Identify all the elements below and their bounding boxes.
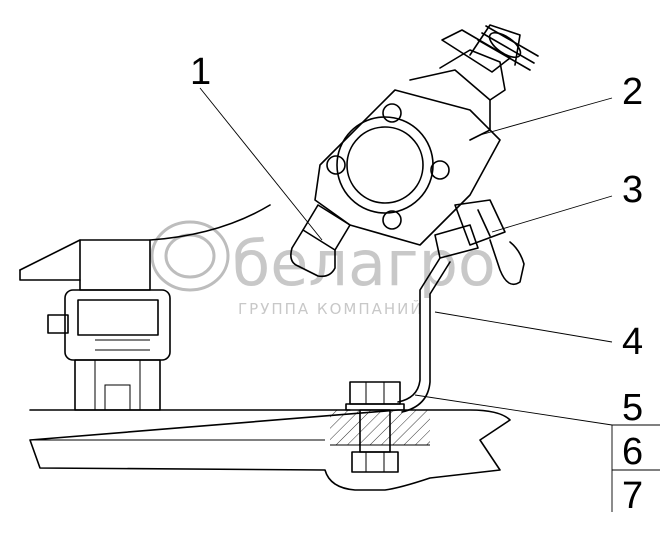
fitting-left-nozzle: [290, 229, 336, 278]
watermark-logo-inner: [164, 233, 216, 279]
nut: [351, 451, 399, 473]
watermark-logo-ring: [150, 220, 230, 292]
watermark: белагро ГРУППА КОМПАНИЙ: [150, 220, 496, 318]
valve-stem-housing: [439, 49, 506, 101]
clamp-window: [77, 299, 159, 336]
flange-bolt-left: [326, 155, 346, 175]
valve-bore-outer: [336, 116, 434, 214]
bracket-top-block: [79, 239, 151, 291]
valve-flange-plate: [314, 89, 501, 246]
leader-5: [414, 394, 613, 426]
watermark-tagline: ГРУППА КОМПАНИЙ: [238, 299, 424, 318]
callouts: 1 2 3 4 5 6 7: [190, 51, 643, 517]
leader-1: [199, 87, 323, 241]
flange-bolt-top: [382, 103, 402, 123]
watermark-logo-text: белагро: [232, 227, 496, 300]
clamp-ear: [47, 314, 69, 334]
handwheel-lever: [441, 29, 511, 73]
callout-3: 3: [622, 169, 643, 211]
leader-4: [434, 311, 613, 343]
leader-lines: [199, 87, 660, 512]
frame-plate: [29, 409, 511, 491]
flange-fitting-right: [434, 199, 525, 286]
leader-3: [491, 195, 613, 233]
pipe-fitting-left: [290, 204, 351, 278]
flange-bolt-bottom: [382, 210, 402, 230]
valve-bore-inner: [346, 126, 424, 204]
callout-7: 7: [622, 475, 643, 517]
washer: [345, 403, 405, 411]
handwheel-knob: [488, 31, 522, 59]
pipe-outer-wall: [397, 257, 441, 403]
callout-5: 5: [622, 387, 643, 429]
bracket-assembly: [19, 204, 271, 411]
flange-fitting-nozzle: [489, 239, 525, 286]
callout-1: 1: [190, 51, 211, 93]
frame-section-hatch: [330, 410, 430, 445]
valve-body: [314, 24, 539, 246]
callout-6: 6: [622, 431, 643, 473]
tank-lip: [19, 269, 81, 281]
flange-fitting-hex: [454, 199, 506, 246]
bolt-assembly: [345, 381, 405, 473]
union-nut: [434, 224, 479, 259]
pipe-inner-wall: [401, 261, 451, 413]
leader-2: [479, 97, 613, 136]
flange-bolt-right: [430, 160, 450, 180]
bent-pipe: [397, 257, 451, 413]
frame-outline: [29, 409, 511, 491]
handwheel-threads: [477, 25, 539, 71]
callout-2: 2: [622, 71, 643, 113]
bolt-head: [349, 381, 401, 405]
callout-4: 4: [622, 321, 643, 363]
